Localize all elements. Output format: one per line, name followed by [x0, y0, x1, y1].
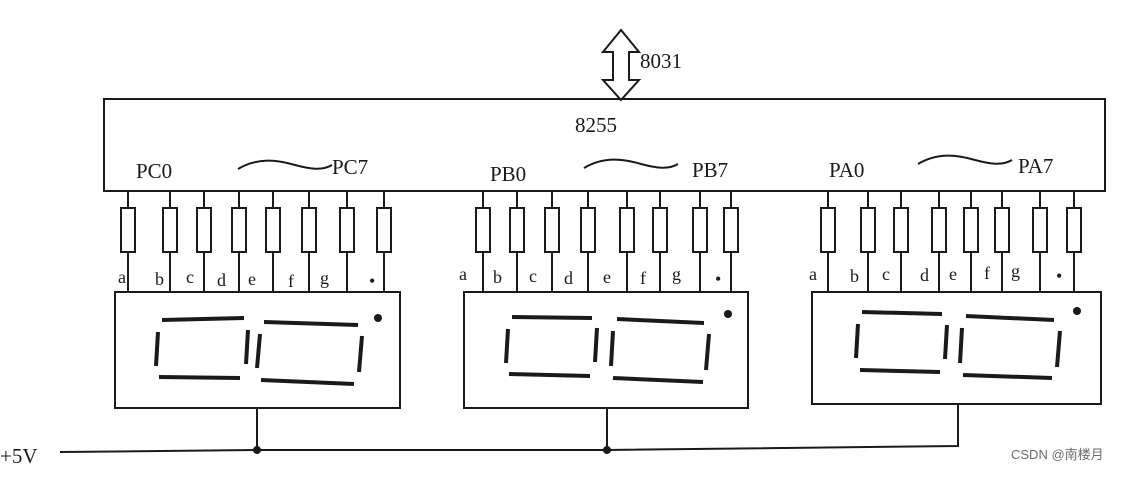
pin-label: g [320, 268, 329, 288]
junction-dot-pc [253, 446, 261, 454]
pin-labels-pa: a b c d e f g • [809, 261, 1062, 286]
pin-label: e [603, 267, 611, 287]
bus-arrow [600, 28, 642, 102]
pin-label: d [564, 268, 573, 288]
chip-label: 8255 [575, 113, 617, 137]
seven-segment-display-pb [504, 315, 711, 384]
port-pb-end-label: PB7 [692, 158, 728, 182]
dp-dot-pc [374, 314, 382, 322]
pin-label: c [882, 264, 890, 284]
resistor-group-pb [475, 191, 739, 292]
pin-label: a [118, 267, 126, 287]
pin-label: c [529, 266, 537, 286]
seven-segment-display-pa [854, 310, 1062, 380]
pin-label: b [493, 267, 502, 287]
pin-label: • [369, 271, 375, 291]
resistor-group-pc [120, 191, 392, 292]
pin-label: f [288, 271, 294, 291]
supply-label: +5V [0, 444, 38, 468]
pin-label: b [850, 266, 859, 286]
resistor-group-pa [820, 191, 1082, 292]
pin-label: d [920, 265, 929, 285]
junction-dot-pb [603, 446, 611, 454]
tilde-pa [917, 154, 1013, 165]
port-pa-end-label: PA7 [1018, 154, 1053, 178]
tilde-pb [583, 158, 679, 169]
dp-dot-pb [724, 310, 732, 318]
pin-label: b [155, 269, 164, 289]
pin-label: c [186, 267, 194, 287]
pin-label: e [949, 264, 957, 284]
supply-line [59, 449, 607, 453]
port-pc-end-label: PC7 [332, 155, 368, 179]
common-line-pa [606, 404, 959, 451]
pin-labels-pc: a b c d e f g • [118, 267, 375, 291]
bus-label: 8031 [640, 49, 682, 73]
display-box-pa [811, 291, 1102, 405]
port-pb-start-label: PB0 [490, 162, 526, 186]
pin-label: g [672, 264, 681, 284]
pin-label: f [984, 263, 990, 283]
tilde-pc [237, 159, 333, 170]
pin-label: • [1056, 266, 1062, 286]
pin-label: a [459, 264, 467, 284]
port-pa-start-label: PA0 [829, 158, 864, 182]
pin-label: a [809, 264, 817, 284]
pin-label: f [640, 268, 646, 288]
watermark-text: CSDN @南楼月 [1011, 447, 1104, 462]
pin-label: • [715, 269, 721, 289]
pin-label: d [217, 270, 226, 290]
dp-dot-pa [1073, 307, 1081, 315]
seven-segment-display-pc [154, 316, 364, 386]
pin-labels-pb: a b c d e f g • [459, 264, 721, 289]
port-pc-start-label: PC0 [136, 159, 172, 183]
pin-label: e [248, 269, 256, 289]
pin-label: g [1011, 261, 1020, 281]
chip-8255-box [103, 98, 1106, 192]
